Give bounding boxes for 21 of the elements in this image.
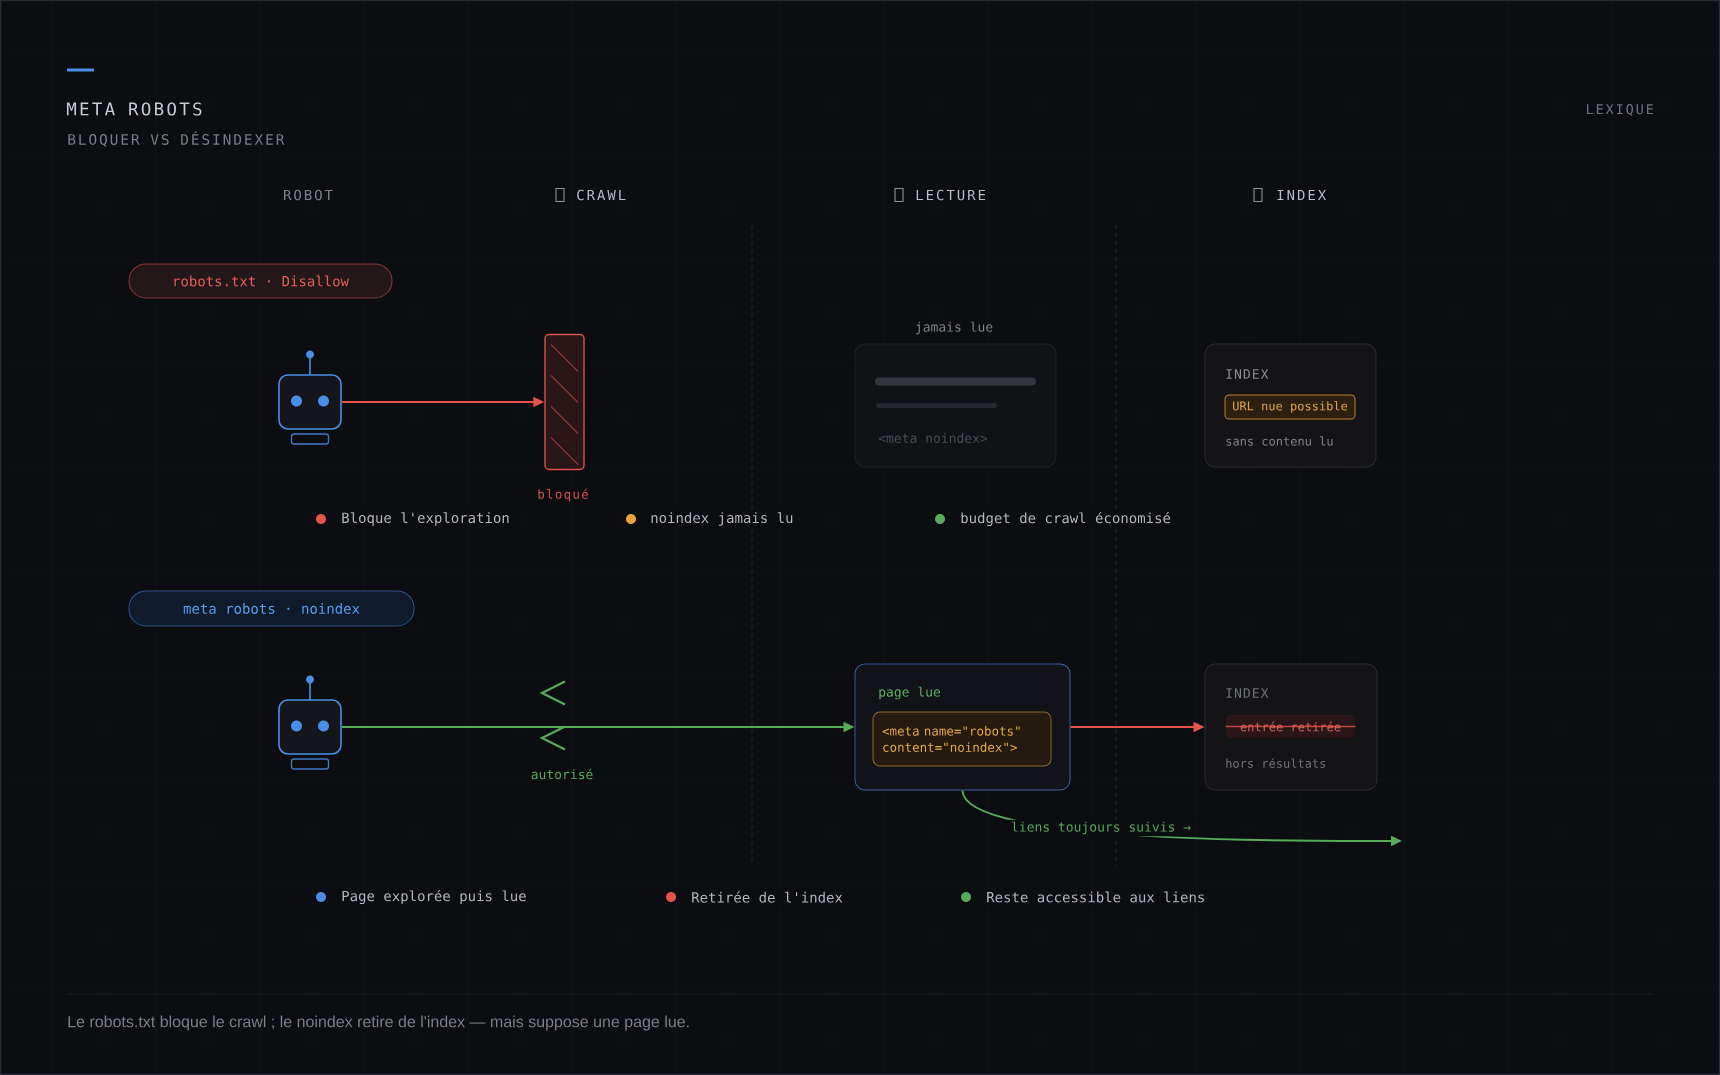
- column-header: CRAWL: [577, 189, 626, 201]
- barrier: [544, 333, 585, 471]
- code-block: <meta name="robots" content="noindex">: [872, 711, 1052, 767]
- bullet-note: Retirée de l'index: [688, 889, 846, 905]
- caption: Le robots.txt bloque le crawl ; le noindex retire de l'index — mais suppose une page lue.: [68, 1015, 689, 1031]
- column-header: LECTURE: [916, 189, 986, 201]
- tag-pill: meta robots · noindex: [128, 590, 415, 627]
- robot-icon: [278, 675, 342, 770]
- corner-label: LEXIQUE: [1587, 104, 1653, 116]
- column-header: INDEX: [1277, 189, 1327, 201]
- node-caption: bloqué: [538, 488, 588, 502]
- title: META ROBOTS: [66, 102, 202, 116]
- subtitle: BLOQUER VS DÉSINDEXER: [68, 131, 285, 147]
- page-card: <meta noindex>: [854, 343, 1057, 468]
- status-badge: URL nue possible: [1224, 394, 1356, 420]
- bullet-note: Bloque l'exploration: [338, 510, 513, 528]
- node-caption: jamais lue: [916, 321, 993, 335]
- robot-icon: [278, 350, 342, 445]
- column-header: ROBOT: [284, 189, 333, 201]
- bullet-note: noindex jamais lu: [647, 510, 797, 528]
- tag-pill: robots.txt · Disallow: [128, 263, 393, 299]
